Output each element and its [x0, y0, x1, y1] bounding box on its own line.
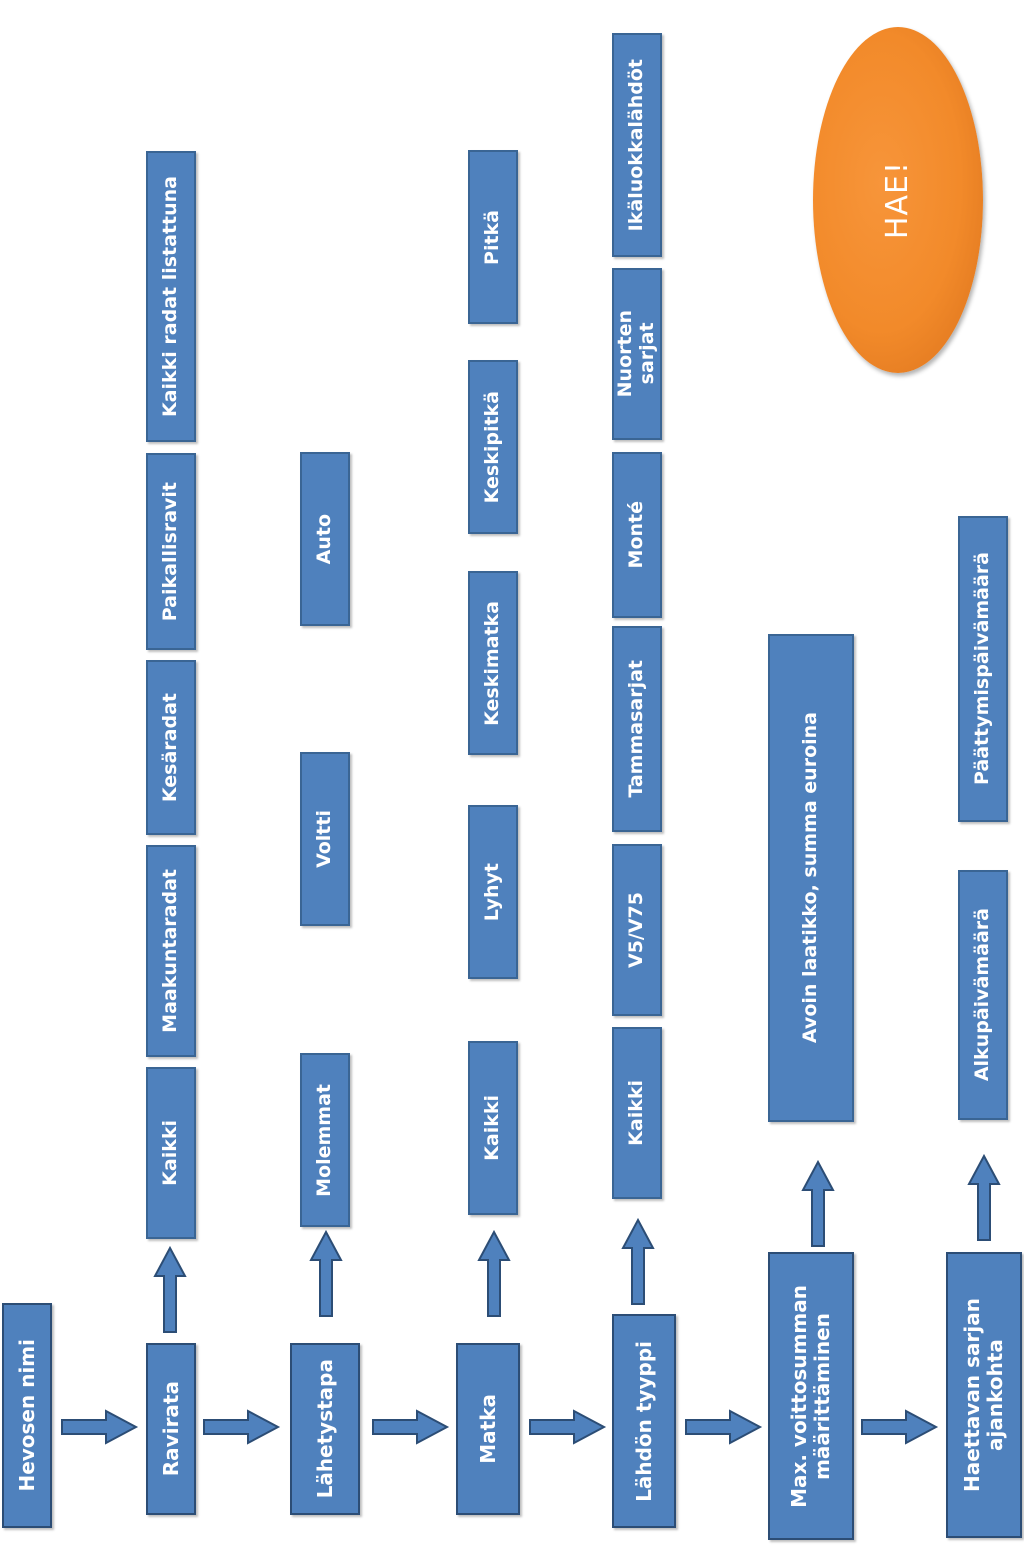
arrow-up — [310, 1231, 342, 1317]
ravirata-option-kesaradat[interactable]: Kesäradat — [146, 660, 196, 835]
lahetystapa-option-auto[interactable]: Auto — [300, 452, 350, 626]
ajankohta-option-alkupaivamaara[interactable]: Alkupäivämäärä — [958, 870, 1008, 1120]
arrow-up — [478, 1231, 510, 1317]
lahdon-tyyppi-option-tammasarjat[interactable]: Tammasarjat — [612, 626, 662, 832]
lahdon-tyyppi-option-v5-v75[interactable]: V5/V75 — [612, 844, 662, 1016]
lahdon-tyyppi-option-ikaluokkalahdot[interactable]: Ikäluokkalähdöt — [612, 33, 662, 257]
arrow-up — [802, 1161, 834, 1247]
lahdon-tyyppi-option-nuorten-sarjat[interactable]: Nuorten sarjat — [612, 268, 662, 440]
arrow-right — [529, 1410, 605, 1444]
ravirata-option-kaikki[interactable]: Kaikki — [146, 1067, 196, 1239]
ravirata-option-paikallisravit[interactable]: Paikallisravit — [146, 453, 196, 650]
arrow-up — [968, 1155, 1000, 1241]
lahetystapa-option-voltti[interactable]: Voltti — [300, 752, 350, 926]
ravirata-option-maakuntaradat[interactable]: Maakuntaradat — [146, 845, 196, 1057]
lahdon-tyyppi-option-kaikki[interactable]: Kaikki — [612, 1027, 662, 1199]
step-lahetystapa[interactable]: Lähetystapa — [290, 1343, 360, 1515]
step-lahdon-tyyppi[interactable]: Lähdön tyyppi — [612, 1314, 676, 1528]
step-ravirata[interactable]: Ravirata — [146, 1343, 196, 1515]
search-button[interactable]: HAE! — [813, 27, 983, 373]
matka-option-kaikki[interactable]: Kaikki — [468, 1041, 518, 1215]
arrow-right — [203, 1410, 279, 1444]
lahetystapa-option-molemmat[interactable]: Molemmat — [300, 1053, 350, 1227]
lahdon-tyyppi-option-monte[interactable]: Monté — [612, 452, 662, 618]
arrow-right — [372, 1410, 448, 1444]
matka-option-pitka[interactable]: Pitkä — [468, 150, 518, 324]
matka-option-keskimatka[interactable]: Keskimatka — [468, 571, 518, 755]
step-ajankohta[interactable]: Haettavan sarjan ajankohta — [946, 1252, 1022, 1538]
matka-option-keskipitka[interactable]: Keskipitkä — [468, 360, 518, 534]
arrow-right — [61, 1410, 137, 1444]
arrow-up — [154, 1247, 186, 1333]
ajankohta-option-paattymispaivamaara[interactable]: Päättymispäivämäärä — [958, 516, 1008, 822]
ravirata-option-kaikki-radat[interactable]: Kaikki radat listattuna — [146, 151, 196, 442]
voittosumma-input-box[interactable]: Avoin laatikko, summa euroina — [768, 634, 854, 1122]
arrow-right — [861, 1410, 937, 1444]
step-hevosen-nimi: Hevosen nimi — [2, 1303, 52, 1528]
step-max-voittosumma[interactable]: Max. voittosumman määrittäminen — [768, 1252, 854, 1540]
arrow-up — [622, 1219, 654, 1305]
arrow-right — [685, 1410, 761, 1444]
matka-option-lyhyt[interactable]: Lyhyt — [468, 805, 518, 979]
step-matka[interactable]: Matka — [456, 1343, 520, 1515]
